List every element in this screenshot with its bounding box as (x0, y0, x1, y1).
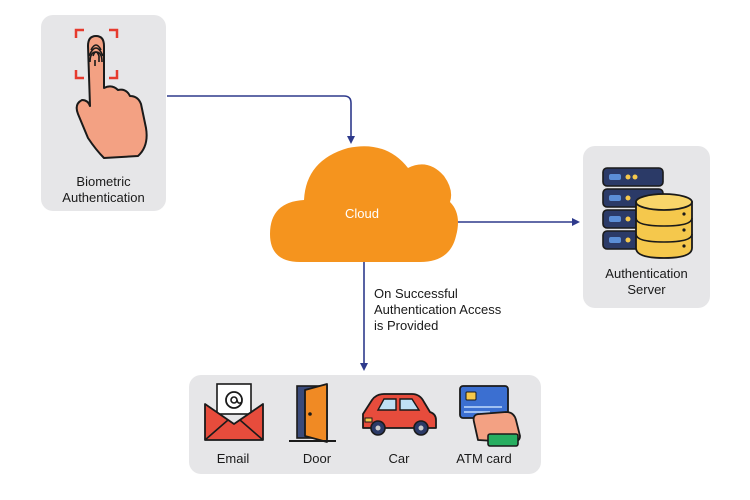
biometric-label-line2: Authentication (62, 190, 145, 205)
cloud-label: Cloud (345, 206, 379, 221)
server-label-line2: Server (627, 282, 666, 297)
biometric-label-line1: Biometric (76, 174, 131, 189)
envelope-icon (204, 383, 264, 441)
server-database-icon (602, 167, 693, 259)
car-label: Car (388, 451, 410, 466)
flow-note-line3: is Provided (374, 318, 439, 333)
door-label: Door (302, 451, 332, 466)
biometric-label: Biometric Authentication (41, 174, 166, 206)
atm-card-icon (459, 385, 521, 447)
atm-card-label: ATM card (456, 451, 512, 466)
flow-note: On Successful Authentication Access is P… (374, 286, 564, 334)
server-label-line1: Authentication (605, 266, 688, 281)
car-icon (362, 393, 437, 436)
flow-note-line2: Authentication Access (374, 302, 502, 317)
door-icon (289, 383, 336, 443)
email-label: Email (216, 451, 250, 466)
cloud-shape (270, 146, 458, 262)
flow-note-line1: On Successful (374, 286, 458, 301)
connector-bio-to-cloud (167, 95, 355, 144)
fingerprint-hand-icon (74, 28, 148, 159)
server-label: Authentication Server (583, 266, 710, 298)
